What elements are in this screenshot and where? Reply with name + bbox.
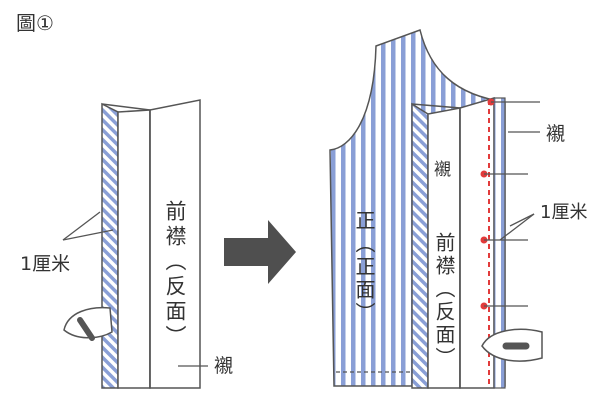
right-interfacing-inner-label: 襯 <box>430 160 451 177</box>
svg-text:圖①: 圖① <box>16 11 54 35</box>
left-seam-label: 1厘米 <box>20 253 70 275</box>
right-panel: 正（正面） 襯 前襟（反面） 襯 1厘米 <box>329 29 587 389</box>
left-interfacing-strip <box>101 102 119 389</box>
left-panel: 前襟（反面） 1厘米 襯 <box>20 99 233 389</box>
left-interfacing-label: 襯 <box>214 355 233 377</box>
right-seam-label: 1厘米 <box>540 202 587 223</box>
left-placket-inner <box>117 109 151 389</box>
iron-icon <box>481 328 543 362</box>
right-interfacing-strip <box>411 102 429 389</box>
iron-icon <box>63 306 113 341</box>
left-placket-label: 前襟（反面） <box>163 200 187 350</box>
figure-label: 圖① <box>16 11 54 35</box>
arrow-right-icon <box>224 220 296 284</box>
front-label: 正（正面） <box>352 210 376 325</box>
right-interfacing-label: 襯 <box>546 123 565 145</box>
right-placket-label: 前襟（反面） <box>432 232 456 370</box>
